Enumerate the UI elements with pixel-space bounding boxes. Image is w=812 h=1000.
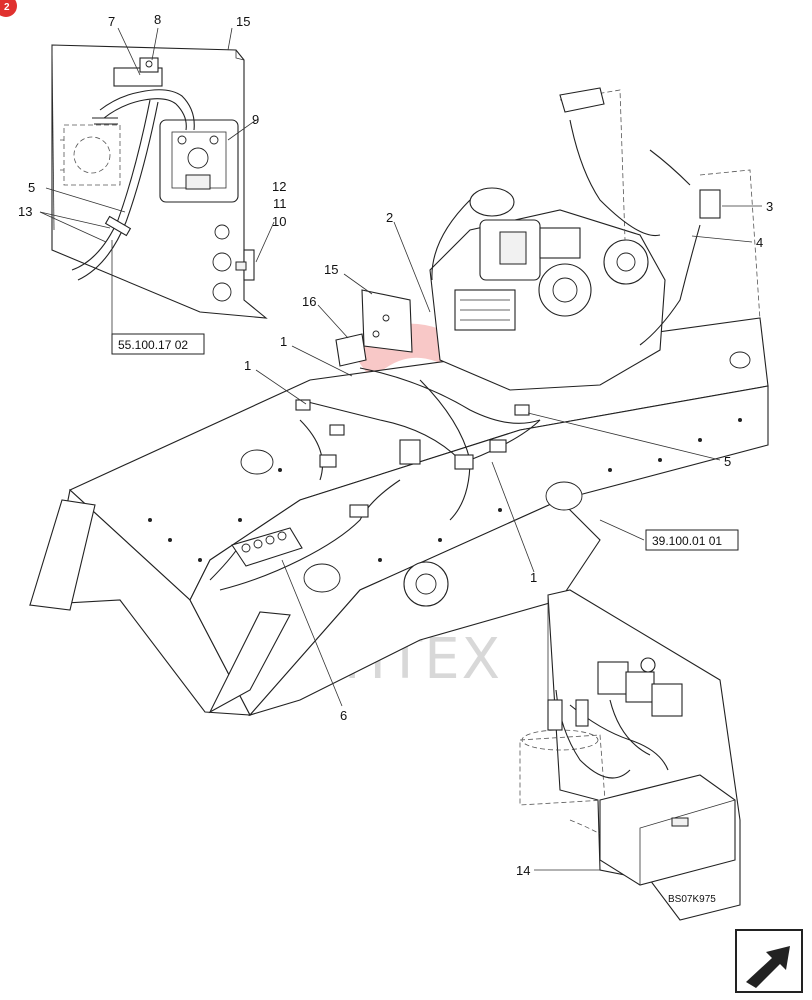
engine-assembly bbox=[429, 87, 761, 391]
callout-1-top: 1 bbox=[280, 334, 287, 349]
reference-left-label: 55.100.17 02 bbox=[118, 338, 188, 352]
callout-14: 14 bbox=[516, 863, 530, 878]
callout-7: 7 bbox=[108, 14, 115, 29]
callout-4: 4 bbox=[756, 235, 763, 250]
leader-lines bbox=[39, 27, 762, 871]
callout-16: 16 bbox=[302, 294, 316, 309]
callout-10: 10 bbox=[272, 214, 286, 229]
wiring-harness bbox=[209, 367, 541, 591]
callout-8: 8 bbox=[154, 12, 161, 27]
callout-13: 13 bbox=[18, 204, 32, 219]
callouts: 7 8 15 9 5 13 12 11 10 2 3 4 15 16 1 1 5… bbox=[18, 12, 773, 878]
reference-right-label: 39.100.01 01 bbox=[652, 534, 722, 548]
callout-12: 12 bbox=[272, 179, 286, 194]
callout-15-inset: 15 bbox=[236, 14, 250, 29]
callout-6: 6 bbox=[340, 708, 347, 723]
inset-top-left bbox=[51, 44, 268, 340]
page-marker: 2 bbox=[0, 0, 17, 17]
svg-text:2: 2 bbox=[4, 2, 10, 13]
callout-1-bottom: 1 bbox=[530, 570, 537, 585]
next-page-arrow-icon[interactable] bbox=[735, 929, 803, 993]
callout-9: 9 bbox=[252, 112, 259, 127]
inset-bottom-right bbox=[519, 589, 741, 921]
callout-1-left: 1 bbox=[244, 358, 251, 373]
reference-box-left[interactable]: 55.100.17 02 bbox=[111, 333, 205, 355]
callout-11: 11 bbox=[273, 196, 287, 211]
harness-bracket bbox=[335, 289, 413, 367]
callout-15: 15 bbox=[324, 262, 338, 277]
callout-2: 2 bbox=[386, 210, 393, 225]
reference-box-right[interactable]: 39.100.01 01 bbox=[645, 529, 739, 551]
callout-5: 5 bbox=[724, 454, 731, 469]
callout-3: 3 bbox=[766, 199, 773, 214]
callout-5-inset: 5 bbox=[28, 180, 35, 195]
drawing-code: BS07K975 bbox=[668, 894, 716, 905]
